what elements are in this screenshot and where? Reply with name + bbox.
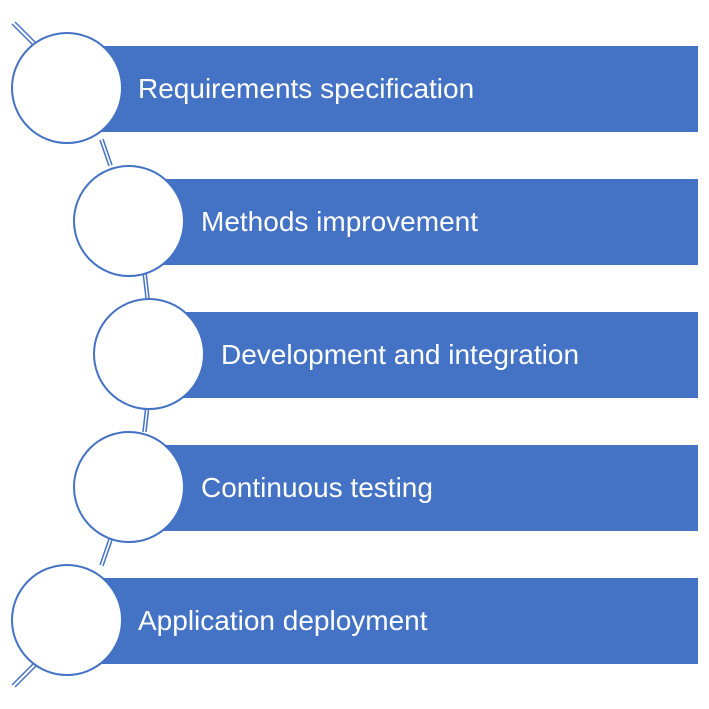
- step-label: Continuous testing: [201, 472, 433, 503]
- step-bar: [150, 312, 698, 398]
- step-methods-improvement: Methods improvement: [73, 165, 698, 277]
- step-label: Methods improvement: [201, 206, 478, 237]
- step-requirements-specification: Requirements specification: [11, 32, 698, 144]
- step-label: Development and integration: [221, 339, 579, 370]
- step-circle: [11, 32, 123, 144]
- step-circle: [11, 564, 123, 676]
- step-label: Requirements specification: [138, 73, 474, 104]
- step-circle: [73, 165, 185, 277]
- step-application-deployment: Application deployment: [11, 564, 698, 676]
- step-bar: [68, 46, 698, 132]
- step-circle: [73, 431, 185, 543]
- step-circle: [93, 298, 205, 410]
- connector-line: [11, 21, 150, 688]
- step-label: Application deployment: [138, 605, 428, 636]
- step-development-and-integration: Development and integration: [93, 298, 698, 410]
- step-bar: [130, 179, 698, 265]
- step-bar: [68, 578, 698, 664]
- step-bar: [130, 445, 698, 531]
- step-continuous-testing: Continuous testing: [73, 431, 698, 543]
